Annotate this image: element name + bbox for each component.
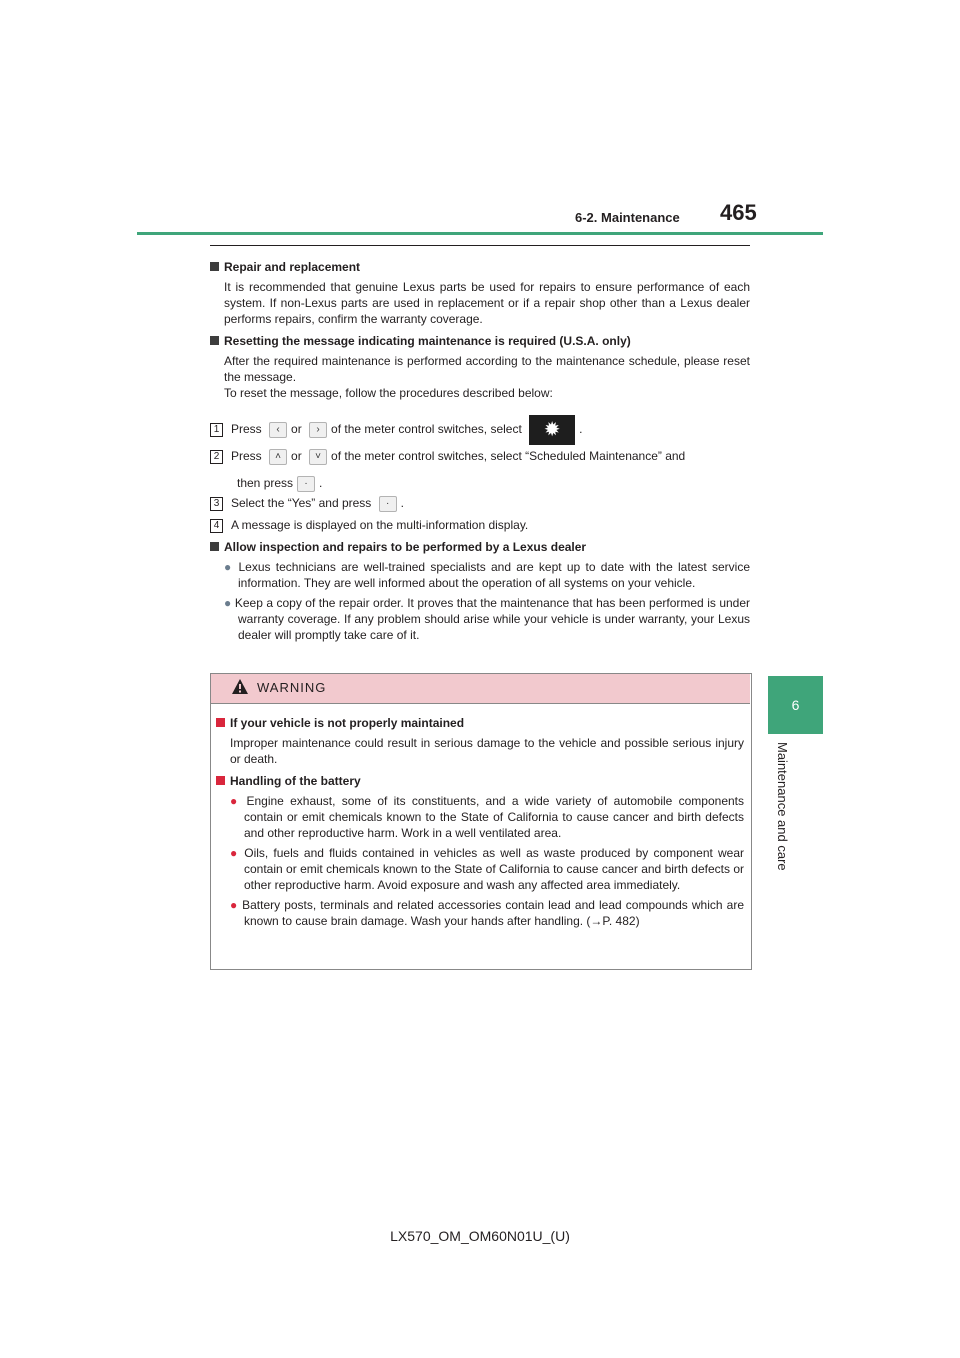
repair-heading: Repair and replacement (210, 259, 750, 275)
chapter-label: Maintenance and care (775, 742, 790, 871)
square-bullet-icon (210, 336, 219, 345)
reset-section: Resetting the message indicating mainten… (210, 333, 750, 401)
content-rule (210, 245, 750, 246)
dot-bullet-icon: ● (224, 596, 232, 610)
warning-s1-text: Improper maintenance could result in ser… (230, 736, 744, 766)
repair-section: Repair and replacement It is recommended… (210, 259, 750, 327)
warning-box (210, 673, 752, 970)
step-number: 3 (210, 496, 223, 511)
enter-key-icon: · (297, 475, 316, 492)
warning-s2-heading: Handling of the battery (216, 773, 744, 789)
square-bullet-icon (216, 776, 225, 785)
chevron-down-icon: ˅ (309, 448, 328, 465)
allow-section: Allow inspection and repairs to be perfo… (210, 539, 750, 643)
chevron-up-icon: ˄ (269, 448, 288, 465)
dot-bullet-icon: ● (230, 898, 238, 912)
warning-bullet-3: ● Battery posts, terminals and related a… (230, 898, 744, 928)
enter-key-icon: · (378, 495, 397, 512)
allow-heading: Allow inspection and repairs to be perfo… (210, 539, 750, 555)
dot-bullet-icon: ● (224, 560, 234, 574)
repair-text: It is recommended that genuine Lexus par… (224, 280, 750, 326)
page-number: 465 (720, 200, 757, 225)
section-title: 6-2. Maintenance (575, 210, 680, 225)
reset-heading: Resetting the message indicating mainten… (210, 333, 750, 349)
reset-text-2: To reset the message, follow the procedu… (224, 386, 553, 400)
document-code: LX570_OM_OM60N01U_(U) (390, 1228, 570, 1244)
chapter-tab: 6 (768, 676, 823, 734)
step-number: 4 (210, 518, 223, 533)
step-number: 1 (210, 423, 223, 437)
dot-bullet-icon: ● (230, 794, 241, 808)
warning-triangle-icon (232, 679, 248, 694)
warning-header: WARNING (211, 674, 750, 704)
square-bullet-icon (216, 718, 225, 727)
header-rule (137, 232, 823, 235)
allow-bullet-1: ● Lexus technicians are well-trained spe… (224, 560, 750, 590)
reset-text-1: After the required maintenance is perfor… (224, 354, 750, 384)
warning-title: WARNING (257, 680, 327, 695)
chevron-left-icon: ‹ (269, 422, 288, 438)
allow-bullet-2: ● Keep a copy of the repair order. It pr… (224, 596, 751, 642)
dot-bullet-icon: ● (230, 846, 240, 860)
step-number: 2 (210, 449, 223, 464)
settings-gear-icon: ✹ (529, 415, 576, 445)
chevron-right-icon: › (309, 422, 328, 438)
square-bullet-icon (210, 542, 219, 551)
warning-bullet-1: ● Engine exhaust, some of its constituen… (230, 794, 744, 840)
warning-s1-heading: If your vehicle is not properly maintain… (216, 715, 744, 731)
warning-bullet-2: ● Oils, fuels and fluids contained in ve… (230, 846, 744, 892)
warning-content: If your vehicle is not properly maintain… (216, 715, 744, 929)
square-bullet-icon (210, 262, 219, 271)
